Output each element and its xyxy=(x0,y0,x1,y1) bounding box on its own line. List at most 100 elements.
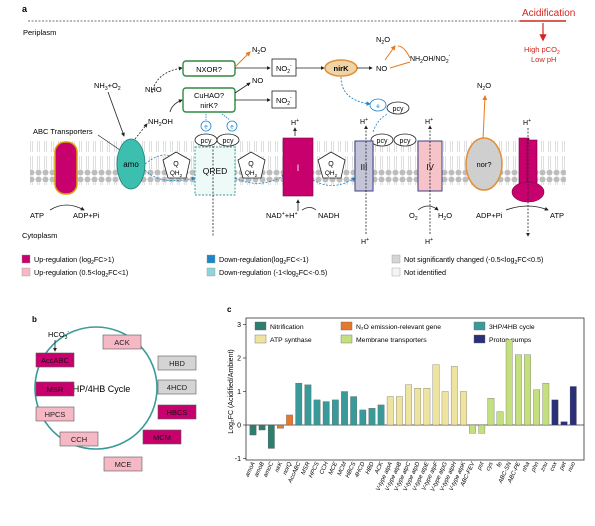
y-tick-label-3: 2 xyxy=(237,356,241,363)
x-tick-label-14: ACK xyxy=(374,460,385,476)
chart-legend-swatch-3 xyxy=(254,334,267,344)
pcy-3 xyxy=(386,101,410,115)
bar-4hcd xyxy=(359,409,367,426)
no-to-nh2oh-line xyxy=(389,61,411,69)
chart-legend-label-3: ATP synthase xyxy=(270,337,312,344)
bar-znu xyxy=(542,382,550,426)
nad-label: NAD++H+ xyxy=(266,211,298,220)
legend-a-text-0: Up-regulation (log2FC>1) xyxy=(34,255,114,266)
bar-accabc xyxy=(295,382,303,426)
h-complex-i-out: H+ xyxy=(291,118,299,127)
legend-a-text-4: Down-regulation (-1<log2FC<-0.5) xyxy=(219,268,327,279)
bar-hbcs xyxy=(350,396,358,426)
bar-abc-pe xyxy=(515,354,522,426)
nxor-label: NXOR? xyxy=(196,65,222,74)
q-pool-right xyxy=(317,151,346,179)
complex-i-label: I xyxy=(297,163,300,173)
enzyme-box-hbcs xyxy=(157,404,197,420)
x-tick-label-3: nirK xyxy=(274,460,284,473)
panel-b: b 3HP/4HB Cycle HCO3- ACKHBD4HCDHBCSMCMM… xyxy=(32,315,197,472)
legend-a-swatch-2 xyxy=(391,254,401,264)
adp-pi-right-label: ADP+Pi xyxy=(476,211,503,220)
panel-a: a Acidification High pCO2 Low pH Peripla… xyxy=(22,4,575,246)
enzyme-box-accabc xyxy=(35,352,75,368)
low-ph-label: Low pH xyxy=(531,55,556,64)
nor-enzyme xyxy=(465,137,503,191)
cuhao-electron-2 xyxy=(221,113,231,121)
no-mid-label: NO xyxy=(376,64,387,73)
bar-nuo xyxy=(569,386,577,426)
cuhao-label: CuHAO? xyxy=(194,91,224,100)
enzyme-label-hpcs: HPCS xyxy=(45,410,66,419)
pcy-4-label: pcy xyxy=(377,138,388,145)
chart-legend-swatch-4 xyxy=(340,334,353,344)
electron-e-4 xyxy=(369,98,387,112)
x-tick-label-30: nha xyxy=(522,461,532,473)
enzyme-box-4hcd xyxy=(157,379,197,395)
atp-synthesis-arrow xyxy=(505,205,549,211)
electron-e-4-label: e xyxy=(376,104,380,110)
legend-a-text-5: Not identified xyxy=(404,268,446,277)
panel-c-label: c xyxy=(227,305,232,314)
panel-b-label: b xyxy=(32,315,37,324)
chart-legend-label-4: Membrane transporters xyxy=(356,337,427,344)
cycle-center-label: 3HP/4HB Cycle xyxy=(68,384,131,394)
complex-iii-label: III xyxy=(361,163,368,172)
x-tick-label-10: MCM xyxy=(337,461,348,477)
h-complex-iii-in: H+ xyxy=(361,237,369,246)
h-complex-iii-out: H+ xyxy=(360,117,368,126)
enzyme-box-mcm xyxy=(142,429,182,445)
pcy-1-label: pcy xyxy=(201,138,212,145)
bar-v-type-atpf xyxy=(432,364,440,426)
x-tick-label-33: cox xyxy=(549,460,559,472)
bar-v-type-atpk xyxy=(460,391,467,426)
q-left-label: Q xyxy=(173,161,179,168)
h-complex-iv-in: H+ xyxy=(425,237,433,246)
no-to-n2o-arrow xyxy=(384,45,396,61)
atp-left-label: ATP xyxy=(30,211,44,220)
q-pool-mid xyxy=(237,151,266,179)
abc-atp-arrow xyxy=(49,204,85,211)
bar-phn xyxy=(533,389,541,426)
legend-a: Up-regulation (log2FC>1)Down-regulation(… xyxy=(21,254,543,279)
hco3-label: HCO3- xyxy=(48,329,69,341)
qh2-mid-label: QH2 xyxy=(245,170,258,178)
nh3-arrow xyxy=(107,91,125,137)
complex-iii xyxy=(354,140,374,192)
h-atp-out: H+ xyxy=(523,118,531,127)
x-tick-label-34: pet xyxy=(559,461,569,472)
y-axis-label: Log₂FC (Acidified/Ambient) xyxy=(228,349,235,433)
electron-e-1 xyxy=(200,120,212,132)
chart-legend-swatch-0 xyxy=(254,321,267,331)
pcy-3-label: pcy xyxy=(393,106,404,113)
chart-frame xyxy=(245,317,585,461)
enzyme-box-hbd xyxy=(157,355,197,371)
legend-a-swatch-1 xyxy=(206,254,216,264)
n2o-upper-mid: N2O xyxy=(376,35,390,46)
nirk-q-label: nirK? xyxy=(200,101,218,110)
enzyme-label-mce: MCE xyxy=(115,460,132,469)
n2o-upper-left: N2O xyxy=(252,45,266,56)
nor-n2o-arrow xyxy=(482,95,488,141)
no-upper-label: NO xyxy=(252,76,263,85)
bar-v-type-atpe xyxy=(423,387,431,426)
x-tick-label-6: MSR xyxy=(301,461,312,476)
bar-msr xyxy=(304,384,312,426)
nadh-arrow xyxy=(301,207,317,211)
qh2-left-label: QH2 xyxy=(170,170,183,178)
electron-e-2-label: e xyxy=(230,125,234,131)
bar-mcm xyxy=(341,391,348,426)
q-mid-label: Q xyxy=(248,161,254,168)
amo-to-nh2oh-arrow xyxy=(134,123,148,140)
nh2oh-no2-curve xyxy=(397,45,411,59)
no2-label-1: NO2- xyxy=(276,63,292,75)
h-complex-iv-out: H+ xyxy=(425,117,433,126)
enzyme-box-mce xyxy=(103,456,143,472)
enzyme-label-cch: CCH xyxy=(71,435,87,444)
electron-e-2 xyxy=(226,120,238,132)
legend-a-swatch-3 xyxy=(21,267,31,277)
x-tick-label-32: znu xyxy=(540,461,550,474)
cytoplasm-label: Cytoplasm xyxy=(22,231,57,240)
